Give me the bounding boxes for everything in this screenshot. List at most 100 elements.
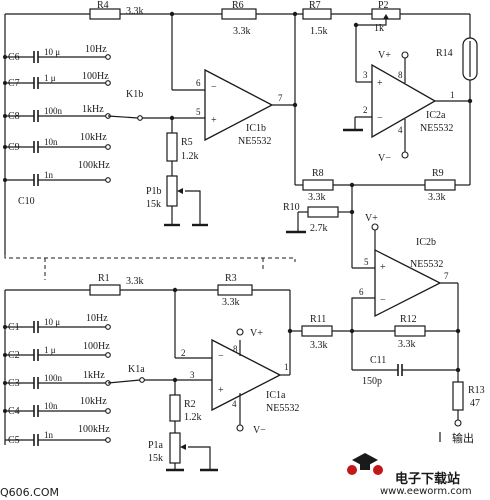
switch-k1b-blade bbox=[107, 115, 139, 119]
ic1a-minus-sign: − bbox=[218, 351, 224, 362]
p2-name: P2 bbox=[378, 0, 389, 11]
resistor-r3 bbox=[217, 284, 253, 296]
output-label: 输出 bbox=[452, 431, 474, 445]
r1-name: R1 bbox=[98, 273, 110, 284]
resistor-r8 bbox=[302, 179, 334, 191]
ic2b-plus-sign: + bbox=[380, 262, 386, 273]
r2-value: 1.2k bbox=[184, 412, 202, 423]
r11-value: 3.3k bbox=[310, 340, 328, 351]
ic1a-pin-vp: 8 bbox=[233, 344, 238, 354]
wire-p1a-wiper bbox=[188, 446, 211, 470]
c10-freq: 100kHz bbox=[78, 160, 110, 171]
ic1a-pin-minus: 2 bbox=[181, 348, 186, 358]
ic2a-pin-vp: 8 bbox=[398, 70, 403, 80]
c6-name: C6 bbox=[8, 52, 20, 63]
r2-name: R2 bbox=[184, 399, 196, 410]
output-terminal bbox=[454, 419, 462, 427]
c11-name: C11 bbox=[370, 355, 386, 366]
watermark-left: Q606.COM bbox=[0, 486, 59, 499]
r6-value: 3.3k bbox=[233, 26, 251, 37]
k1b-label: K1b bbox=[126, 89, 143, 100]
resistor-r5 bbox=[166, 132, 178, 162]
ic2a-pin-plus: 3 bbox=[363, 70, 368, 80]
ic1b-plus-sign: + bbox=[211, 115, 217, 126]
r1-value: 3.3k bbox=[126, 276, 144, 287]
ic2a-vplus: V+ bbox=[378, 50, 391, 61]
c3-value: 100n bbox=[44, 373, 63, 383]
switch-k1b-pivot bbox=[137, 115, 143, 121]
resistor-r9 bbox=[424, 179, 456, 191]
r6-name: R6 bbox=[232, 0, 244, 11]
r12-name: R12 bbox=[400, 314, 417, 325]
watermark-right-url: www.eeworm.com bbox=[380, 486, 472, 497]
ic2b-pin-minus: 6 bbox=[359, 287, 364, 297]
c2-freq: 100Hz bbox=[83, 341, 110, 352]
ic2a-part: NE5532 bbox=[420, 123, 453, 134]
ic1b-part: NE5532 bbox=[238, 136, 271, 147]
c7-freq: 100Hz bbox=[82, 71, 109, 82]
terminal-vplus bbox=[371, 223, 379, 231]
ic2a-pin-vm: 4 bbox=[398, 125, 403, 135]
r7-value: 1.5k bbox=[310, 26, 328, 37]
c7-name: C7 bbox=[8, 78, 20, 89]
wire bbox=[351, 297, 375, 370]
terminal-vminus bbox=[236, 424, 244, 432]
potentiometer-p1b bbox=[166, 175, 178, 207]
r3-name: R3 bbox=[225, 273, 237, 284]
terminal-vplus bbox=[236, 328, 244, 336]
ic1a-pin-out: 1 bbox=[284, 362, 289, 372]
c3-freq: 1kHz bbox=[83, 370, 105, 381]
p1b-name: P1b bbox=[146, 186, 162, 197]
wire-p1b-wiper bbox=[185, 190, 201, 225]
wire-p2-wiper bbox=[355, 19, 387, 42]
r4-name: R4 bbox=[97, 0, 109, 11]
r5-name: R5 bbox=[181, 137, 193, 148]
p1a-value: 15k bbox=[148, 453, 163, 464]
p2-value: 1k bbox=[374, 23, 384, 34]
c5-freq: 100kHz bbox=[78, 424, 110, 435]
c1-value: 10 μ bbox=[44, 317, 60, 327]
ic2a-plus-sign: + bbox=[377, 78, 383, 89]
c7-value: 1 μ bbox=[44, 73, 56, 83]
wiper-arrow-icon bbox=[383, 14, 389, 19]
opamp-ic1a bbox=[211, 338, 282, 412]
k1a-label: K1a bbox=[128, 364, 145, 375]
ic1a-pin-plus: 3 bbox=[190, 370, 195, 380]
ic1a-pin-vm: 4 bbox=[232, 399, 237, 409]
resistor-r13 bbox=[452, 381, 464, 411]
ic1b-pin-minus: 6 bbox=[196, 78, 201, 88]
p1b-value: 15k bbox=[146, 199, 161, 210]
cap-bank-bottom bbox=[3, 321, 111, 446]
ic2b-name: IC2b bbox=[416, 237, 436, 248]
r10-value: 2.7k bbox=[310, 223, 328, 234]
vplus-top: V+ bbox=[365, 213, 378, 224]
c5-name: C5 bbox=[8, 435, 20, 446]
r9-name: R9 bbox=[432, 168, 444, 179]
terminal-vplus bbox=[401, 51, 409, 59]
ic2a-pin-out: 1 bbox=[450, 90, 455, 100]
c10-value: 1n bbox=[44, 170, 54, 180]
r4-value: 3.3k bbox=[126, 6, 144, 17]
c4-freq: 10kHz bbox=[80, 396, 107, 407]
c8-freq: 1kHz bbox=[82, 104, 104, 115]
c9-name: C9 bbox=[8, 142, 20, 153]
r11-name: R11 bbox=[310, 314, 326, 325]
r3-value: 3.3k bbox=[222, 297, 240, 308]
c9-value: 10n bbox=[44, 137, 58, 147]
junction-dot bbox=[287, 328, 293, 334]
opamp-ic2b bbox=[374, 248, 442, 318]
c1-freq: 10Hz bbox=[86, 313, 108, 324]
ic1b-pin-out: 7 bbox=[278, 93, 283, 103]
r7-name: R7 bbox=[309, 0, 321, 11]
c6-value: 10 μ bbox=[44, 47, 60, 57]
ic1b-pin-plus: 5 bbox=[196, 107, 201, 117]
c5-value: 1n bbox=[44, 430, 54, 440]
r8-value: 3.3k bbox=[308, 192, 326, 203]
ic2b-pin-out: 7 bbox=[444, 271, 449, 281]
switch-k1a-pivot bbox=[139, 377, 145, 383]
c8-name: C8 bbox=[8, 111, 20, 122]
r9-value: 3.3k bbox=[428, 192, 446, 203]
resistor-r12 bbox=[394, 325, 426, 337]
